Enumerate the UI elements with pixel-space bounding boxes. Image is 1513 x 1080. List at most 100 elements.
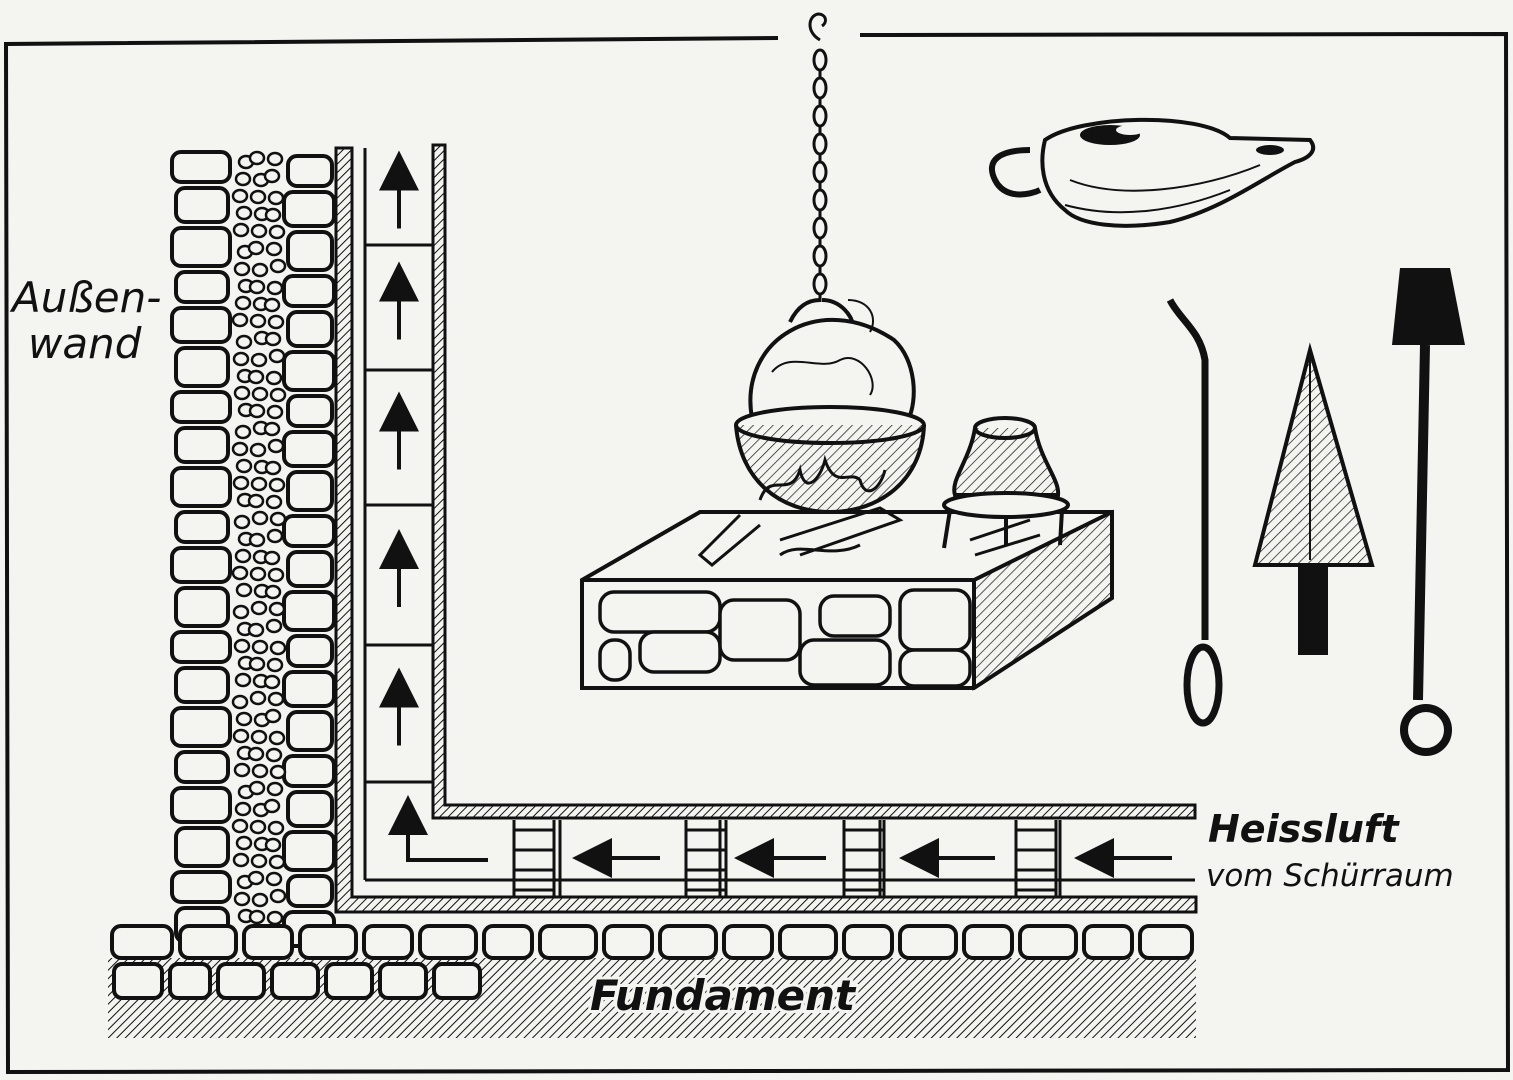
foundation-stone [482, 924, 534, 960]
rubble-stone [269, 258, 287, 274]
wall-stone [282, 274, 336, 308]
foundation-stone [324, 962, 374, 1000]
rubble-stone [233, 891, 251, 907]
flue-tiles [365, 150, 488, 862]
wall-stone [286, 710, 334, 752]
trowel-icon [1252, 342, 1375, 655]
rubble-stone [251, 510, 269, 526]
rubble-stone [268, 854, 286, 870]
wall-stone [174, 426, 230, 464]
wall-stone [174, 186, 230, 224]
wall-stone [282, 754, 336, 788]
rubble-stone [250, 729, 268, 745]
rubble-stone [266, 404, 284, 420]
rubble-stone [234, 424, 252, 440]
wall-stone [174, 826, 230, 868]
wall-stone [174, 270, 230, 304]
rubble-stone [233, 385, 251, 401]
rubble-stone [232, 475, 250, 491]
chain-link [812, 132, 828, 156]
foundation-stone [112, 962, 164, 1000]
rubble-stone [247, 870, 265, 886]
hot-air-label-line2: vom Schürraum [1206, 858, 1454, 894]
rubble-stone [250, 476, 268, 492]
rubble-stone [267, 438, 285, 454]
rubble-stone [251, 386, 269, 402]
foundation-stone [432, 962, 482, 1000]
rubble-stone [250, 600, 268, 616]
chain-link [812, 244, 828, 268]
foundation-label: Fundament [590, 971, 857, 1020]
rubble-stone [235, 458, 253, 474]
rubble-stone [231, 818, 249, 834]
outer-wall [170, 150, 336, 948]
hearth-stone [798, 638, 892, 687]
rubble-stone [267, 314, 285, 330]
rubble-stone [265, 370, 283, 386]
rubble-stone [251, 892, 269, 908]
rubble-stone [251, 763, 269, 779]
rubble-stone [265, 494, 283, 510]
wall-stone [286, 394, 334, 428]
rubble-stone [231, 565, 249, 581]
fire-shovel-icon [1392, 268, 1465, 756]
wall-flue [363, 143, 1197, 880]
wall-stone [174, 666, 230, 704]
rubble-stone [248, 780, 266, 796]
rubble-stone [248, 909, 266, 925]
rubble-stone [266, 781, 284, 797]
rubble-stone [248, 150, 266, 166]
outer-wall-label-line2: wand [28, 319, 142, 368]
wall-stone [282, 350, 336, 392]
rubble-stone [269, 387, 287, 403]
foundation-stone [962, 924, 1014, 960]
rubble-stone [266, 910, 284, 926]
wall-stone [286, 550, 334, 588]
wall-stone [174, 750, 230, 784]
rubble-stone [264, 837, 282, 853]
wall-stone [174, 346, 230, 388]
rubble-stone [235, 835, 253, 851]
rubble-stone [232, 852, 250, 868]
rubble-stone [235, 711, 253, 727]
rubble-stone [249, 566, 267, 582]
rubble-stone [248, 279, 266, 295]
rubble-stone [235, 334, 253, 350]
wall-stone [174, 586, 230, 628]
hearth-stone [898, 588, 972, 652]
rubble-stone [269, 640, 287, 656]
rubble-stone [232, 728, 250, 744]
foundation-stones [110, 924, 1194, 1000]
foundation-stone [362, 924, 414, 960]
rubble-stone [268, 730, 286, 746]
rubble-stone [247, 493, 265, 509]
fire [697, 454, 904, 567]
wall-stone [170, 546, 232, 584]
foundation-stone [1138, 924, 1194, 960]
rubble-stone [266, 280, 284, 296]
wall-stone [286, 154, 334, 188]
foundation-stone [602, 924, 654, 960]
wall-stone [282, 430, 336, 468]
rubble-stone [233, 638, 251, 654]
foundation-stone [242, 924, 294, 960]
rubble-stone [263, 550, 281, 566]
rubble-stone [250, 853, 268, 869]
wall-stone [170, 390, 232, 424]
wall-stone [174, 510, 230, 544]
foundation-stone [1082, 924, 1134, 960]
chain-link [812, 216, 828, 240]
chain-link [812, 188, 828, 212]
hanging-chain [808, 12, 828, 302]
rubble-stone [231, 694, 249, 710]
rubble-stone [269, 764, 287, 780]
foundation-stone [898, 924, 958, 960]
hearth-stone [598, 638, 632, 682]
foundation-stone [658, 924, 718, 960]
chain-link [812, 272, 828, 296]
rubble-stone [233, 762, 251, 778]
rubble-stone [268, 601, 286, 617]
foundation-stone [168, 962, 212, 1000]
hanging-cauldron-icon [734, 298, 926, 515]
